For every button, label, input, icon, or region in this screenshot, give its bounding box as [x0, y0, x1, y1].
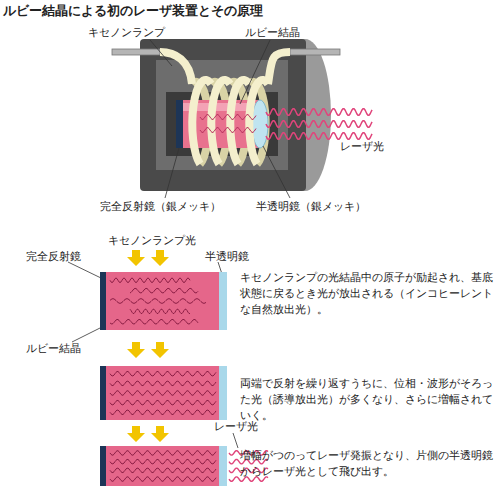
part-label: 完全反射鏡（銀メッキ）: [100, 200, 221, 214]
part-label: 完全反射鏡: [26, 250, 81, 264]
laser-wave: [266, 133, 372, 140]
title: ルビー結晶による初のレーザ装置とその原理: [3, 3, 263, 19]
part-label: キセノンランプ: [88, 26, 165, 40]
half-mirror: [252, 100, 268, 148]
light-arrow: [151, 250, 169, 266]
ruby-crystal: [106, 366, 219, 420]
light-wave: [110, 468, 216, 472]
leader-line: [263, 146, 290, 198]
leader-line: [165, 148, 179, 198]
lamp-lead: [268, 52, 290, 84]
light-wave: [110, 391, 216, 395]
light-wave: [110, 372, 216, 376]
light-wave: [130, 288, 198, 293]
light-wave: [110, 278, 190, 283]
light-wave: [200, 128, 256, 133]
leader-line: [150, 40, 172, 66]
housing: [140, 39, 306, 191]
part-label: 半透明鏡: [205, 250, 249, 264]
part-label: キセノンランプ光: [108, 234, 196, 248]
light-wave: [130, 309, 190, 313]
light-wave: [110, 477, 216, 481]
ruby-crystal: [106, 272, 219, 330]
light-wave: [110, 400, 216, 404]
light-arrow: [127, 426, 145, 442]
laser-wave: [266, 121, 372, 128]
electrode: [112, 49, 160, 55]
light-wave: [200, 115, 256, 120]
leader-line: [68, 262, 101, 278]
light-wave: [110, 381, 216, 385]
light-arrow: [151, 426, 169, 442]
description-text: 両端で反射を繰り返すうちに、位相・波形がそろった光（誘導放出光）が多くなり、さら…: [240, 376, 496, 423]
total-reflection-mirror: [176, 100, 183, 148]
lamp-coil: [249, 80, 268, 164]
light-wave: [110, 410, 216, 414]
light-wave: [110, 319, 198, 324]
description-text: 増幅がつのってレーザ発振となり、片側の半透明鏡からレーザ光として飛び出す。: [240, 448, 496, 480]
total-reflection-mirror: [100, 272, 106, 330]
part-label: レーザ光: [340, 140, 384, 154]
laser-wave: [229, 477, 268, 481]
light-wave: [110, 459, 216, 463]
total-reflection-mirror: [100, 446, 106, 486]
part-label: レーザ光: [214, 420, 258, 434]
half-mirror: [219, 366, 227, 420]
description-text: キセノンランプの光結晶中の原子が励起され、基底状態に戻るとき光が放出される（イン…: [240, 270, 496, 317]
light-arrow: [127, 342, 145, 358]
housing-bore: [166, 92, 278, 156]
leader-line: [240, 40, 270, 104]
half-mirror: [219, 446, 227, 486]
leader-line: [233, 433, 238, 448]
part-label: 半透明鏡（銀メッキ）: [256, 200, 366, 214]
total-reflection-mirror: [100, 366, 106, 420]
light-wave: [110, 451, 216, 455]
half-mirror: [219, 272, 227, 330]
laser-wave: [266, 109, 372, 116]
light-arrow: [127, 250, 145, 266]
part-label: ルビー結晶: [245, 26, 300, 40]
lamp-lead: [160, 52, 192, 84]
part-label: ルビー結晶: [26, 342, 81, 356]
light-wave: [110, 299, 206, 304]
electrode: [290, 49, 340, 55]
light-arrow: [151, 342, 169, 358]
ruby-crystal: [106, 446, 219, 486]
